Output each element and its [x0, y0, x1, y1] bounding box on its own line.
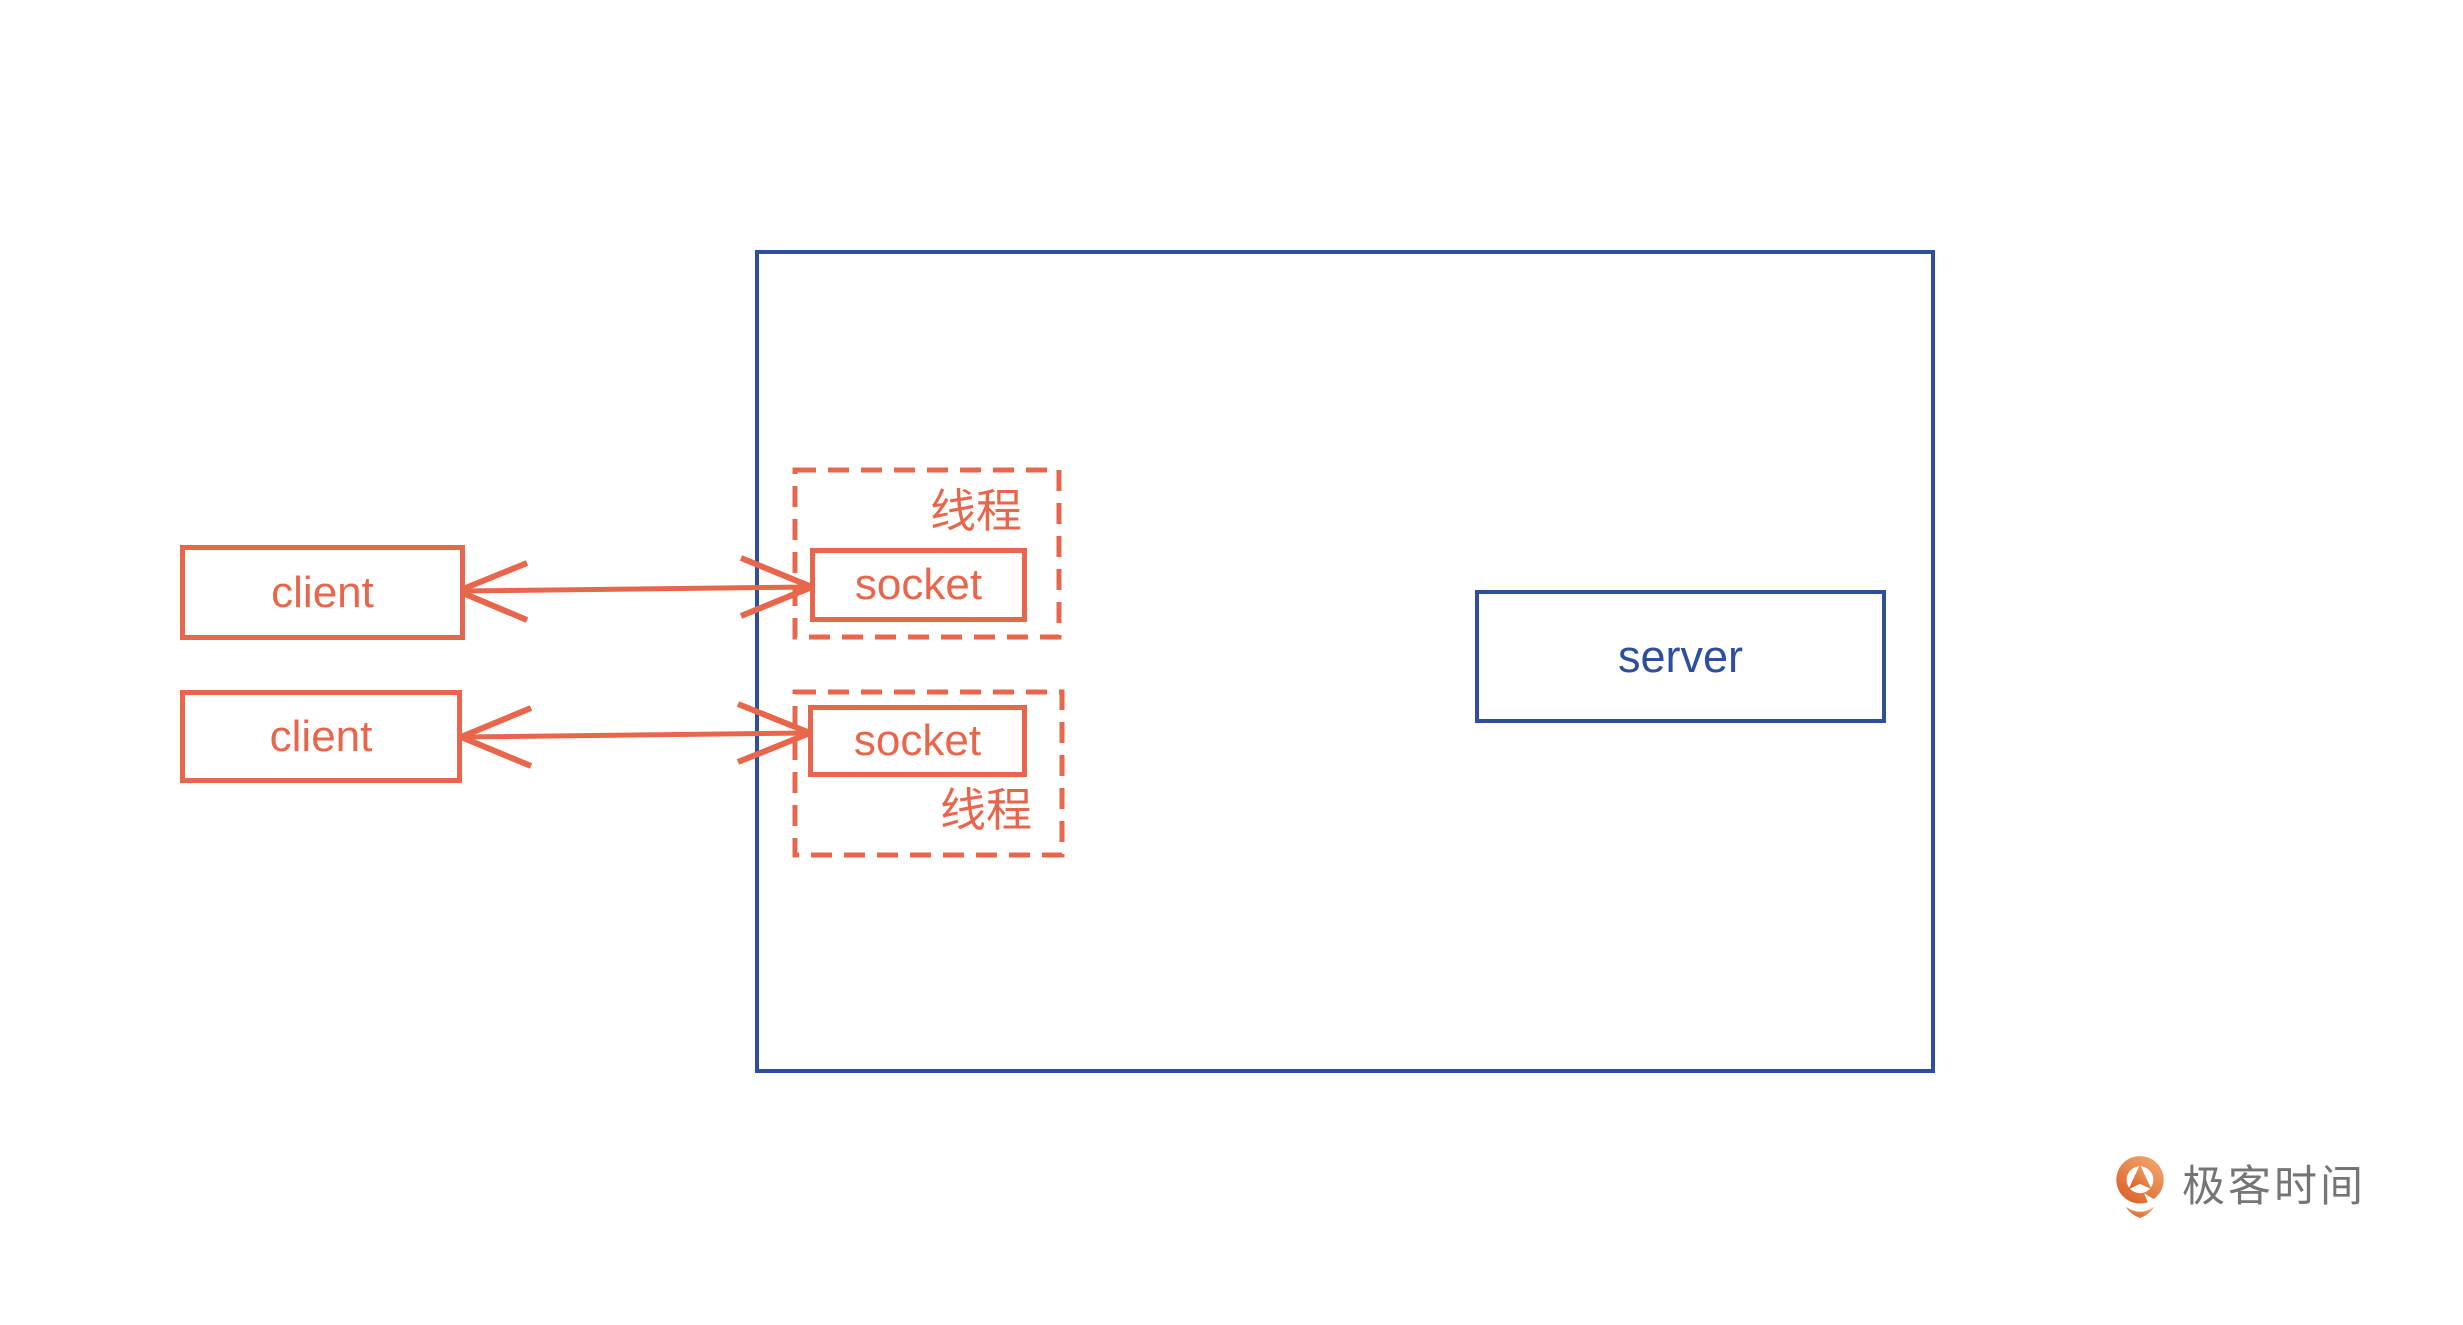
thread-label-2: 线程: [940, 784, 1032, 836]
logo-notch: [2144, 1193, 2158, 1206]
logo-arrow: [2128, 1164, 2152, 1190]
server-label: server: [1617, 630, 1744, 682]
socket-label-1: socket: [854, 560, 983, 609]
logo-text: 极客时间: [2182, 1162, 2366, 1211]
socket-box-1: socket: [810, 548, 1027, 622]
client-box-2: client: [180, 690, 462, 783]
arrowhead-left-icon: [450, 560, 529, 623]
client-label-1: client: [271, 567, 374, 617]
geektime-logo: 极客时间: [2112, 1152, 2366, 1222]
client-box-1: client: [180, 545, 465, 640]
server-boundary-box: [755, 250, 1935, 1073]
geektime-pin-icon: [2116, 1156, 2164, 1218]
arrowhead-left-icon: [453, 705, 533, 769]
logo-pin-tail: [2125, 1206, 2155, 1218]
client-label-2: client: [269, 711, 373, 761]
thread-label-1: 线程: [930, 485, 1022, 537]
socket-label-2: socket: [853, 716, 982, 765]
socket-box-2: socket: [808, 705, 1027, 777]
server-box: server: [1475, 590, 1886, 723]
